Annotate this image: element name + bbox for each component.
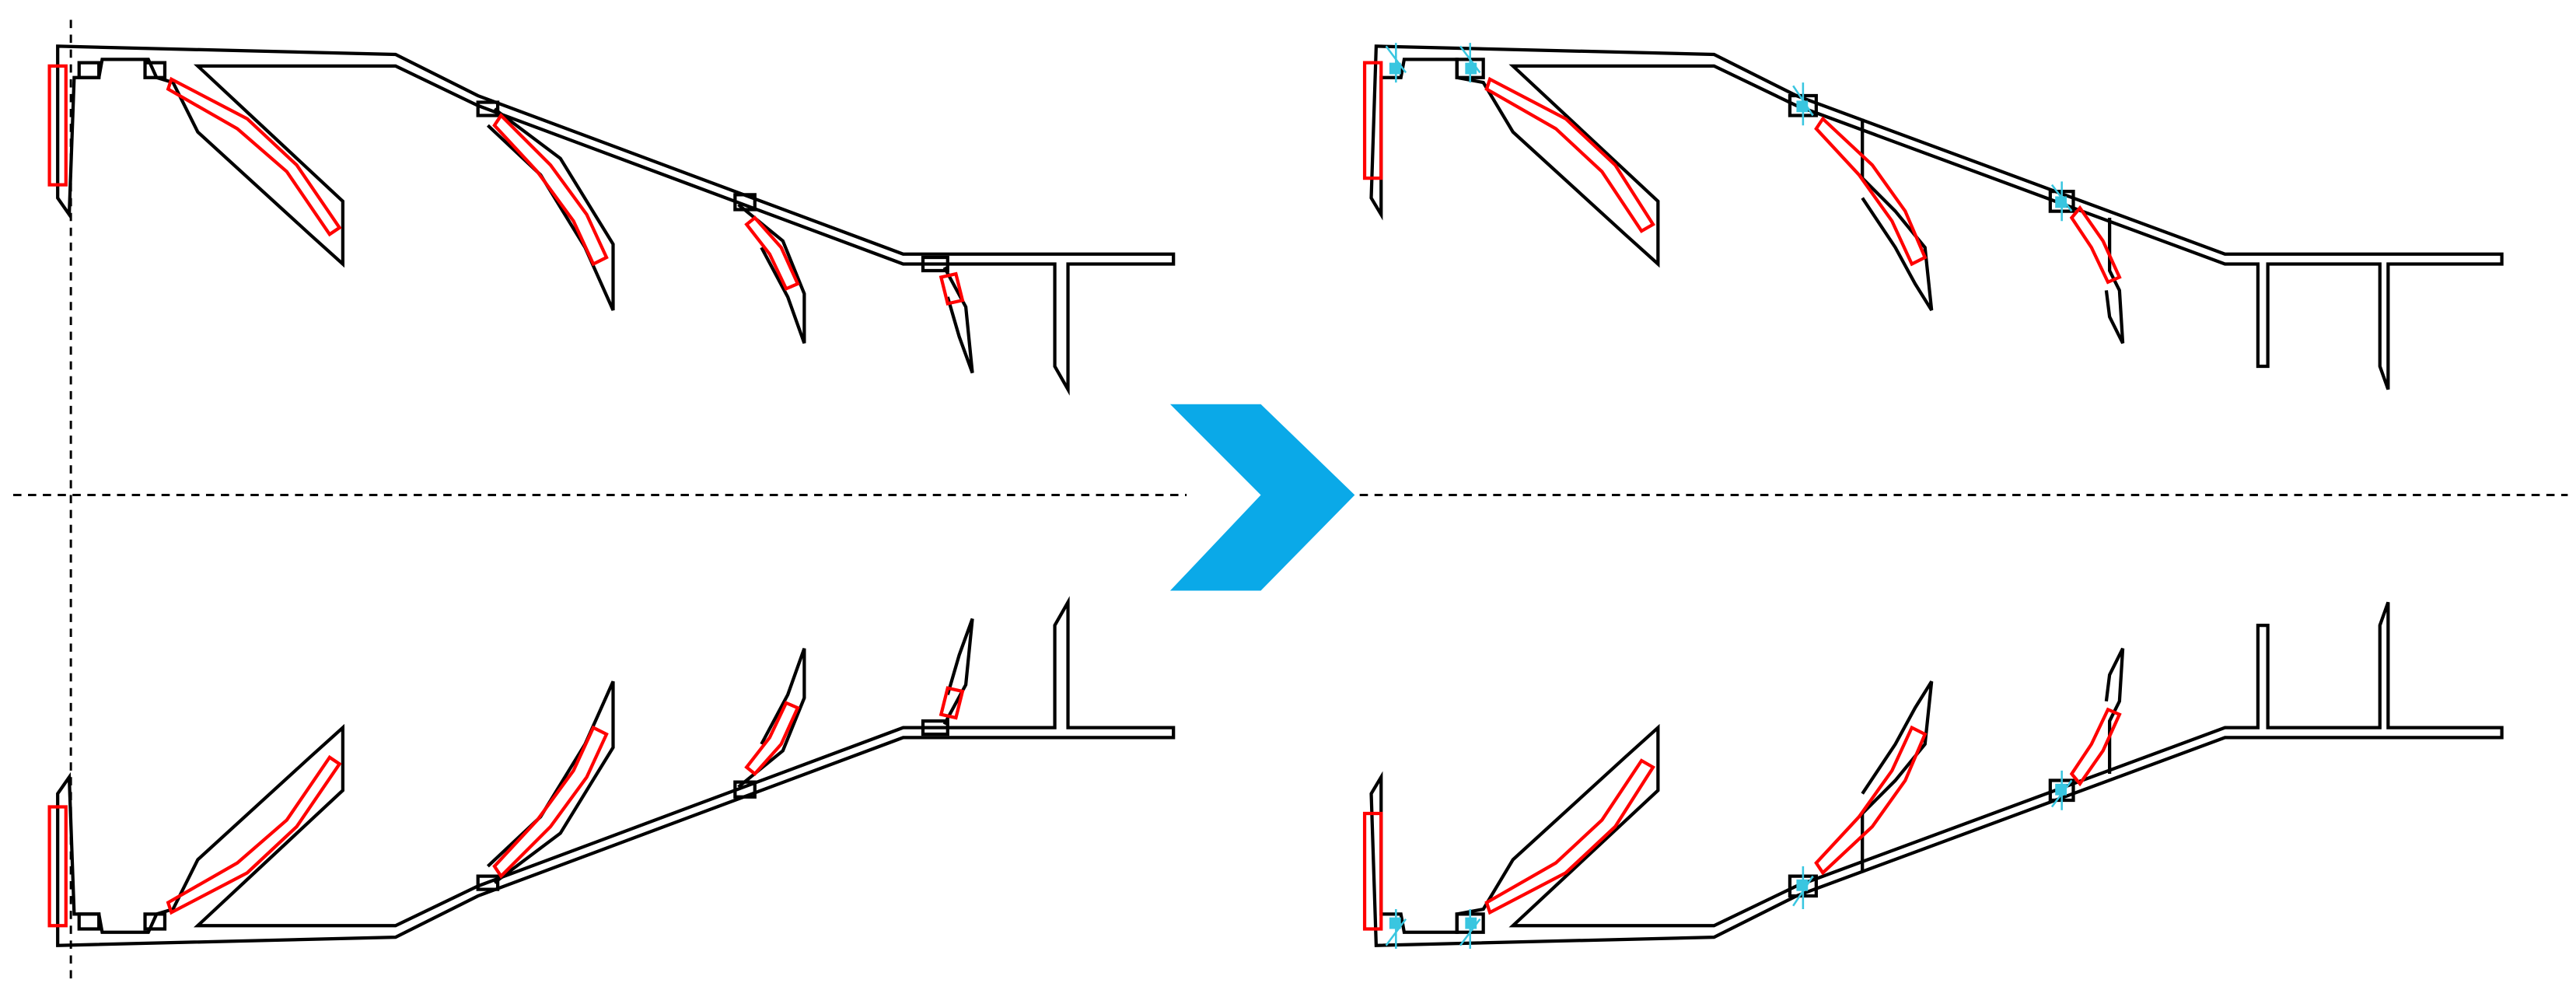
cross-section-top-after bbox=[1365, 41, 2502, 390]
cross-section-bottom-before bbox=[50, 602, 1174, 945]
connector-markers-bottom bbox=[1385, 769, 2073, 950]
chevron-right-icon bbox=[1169, 404, 1355, 591]
cross-section-top-before bbox=[50, 46, 1174, 389]
connector-markers-top bbox=[1385, 41, 2073, 222]
cross-section-bottom-after bbox=[1365, 602, 2502, 950]
